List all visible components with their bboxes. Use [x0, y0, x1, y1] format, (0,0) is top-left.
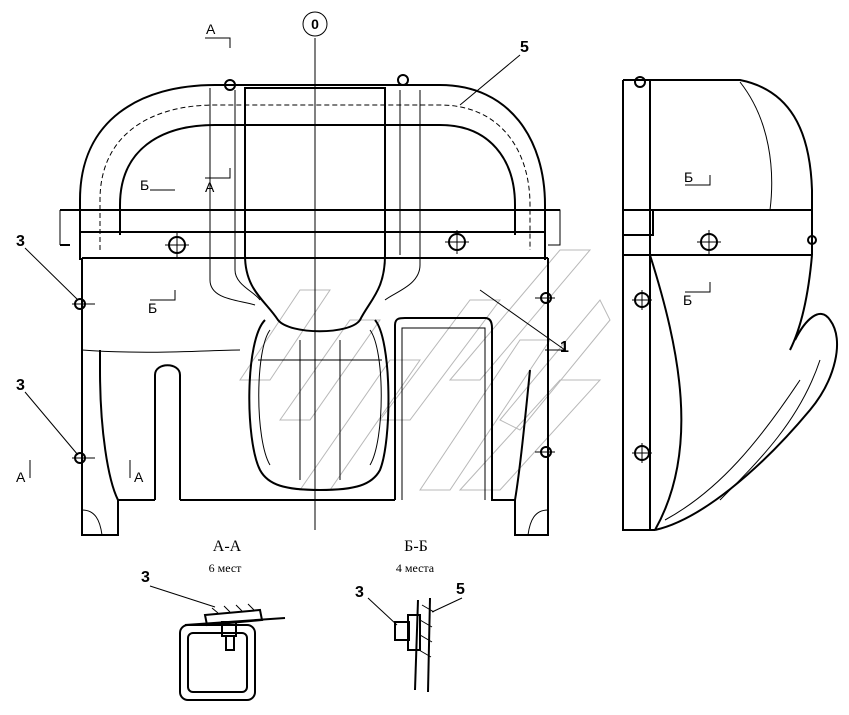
axis-zero-label: 0: [311, 16, 319, 32]
side-view: [622, 76, 838, 531]
cut-b-front-1: Б: [140, 177, 149, 193]
label-part-3-bb: 3: [355, 584, 364, 601]
section-bb-count: 4 места: [396, 561, 435, 575]
watermark-logo: [239, 249, 611, 491]
label-part-3-aa: 3: [141, 569, 150, 586]
cut-a-right: А: [134, 469, 144, 485]
cut-b-side-1: Б: [684, 169, 693, 185]
section-bb-drawing: [367, 597, 463, 693]
section-aa-count: 6 мест: [209, 561, 243, 575]
section-aa-drawing: [149, 585, 286, 701]
leader-lines: [24, 37, 711, 478]
cut-b-side-2: Б: [683, 292, 692, 308]
label-part-3-lower: 3: [16, 377, 25, 394]
cut-a-mid: А: [205, 179, 215, 195]
label-part-5-bb: 5: [456, 581, 465, 598]
cut-b-front-2: Б: [148, 300, 157, 316]
cut-a-top: А: [206, 21, 216, 37]
label-part-1: 1: [560, 339, 569, 356]
front-view: [59, 38, 561, 536]
cut-a-left: А: [16, 469, 26, 485]
label-part-3-upper: 3: [16, 233, 25, 250]
section-bb-title: Б-Б: [404, 538, 428, 555]
section-aa-title: А-А: [213, 538, 242, 555]
label-part-5-top: 5: [520, 39, 529, 56]
axis-zero-marker: 0: [302, 11, 328, 37]
